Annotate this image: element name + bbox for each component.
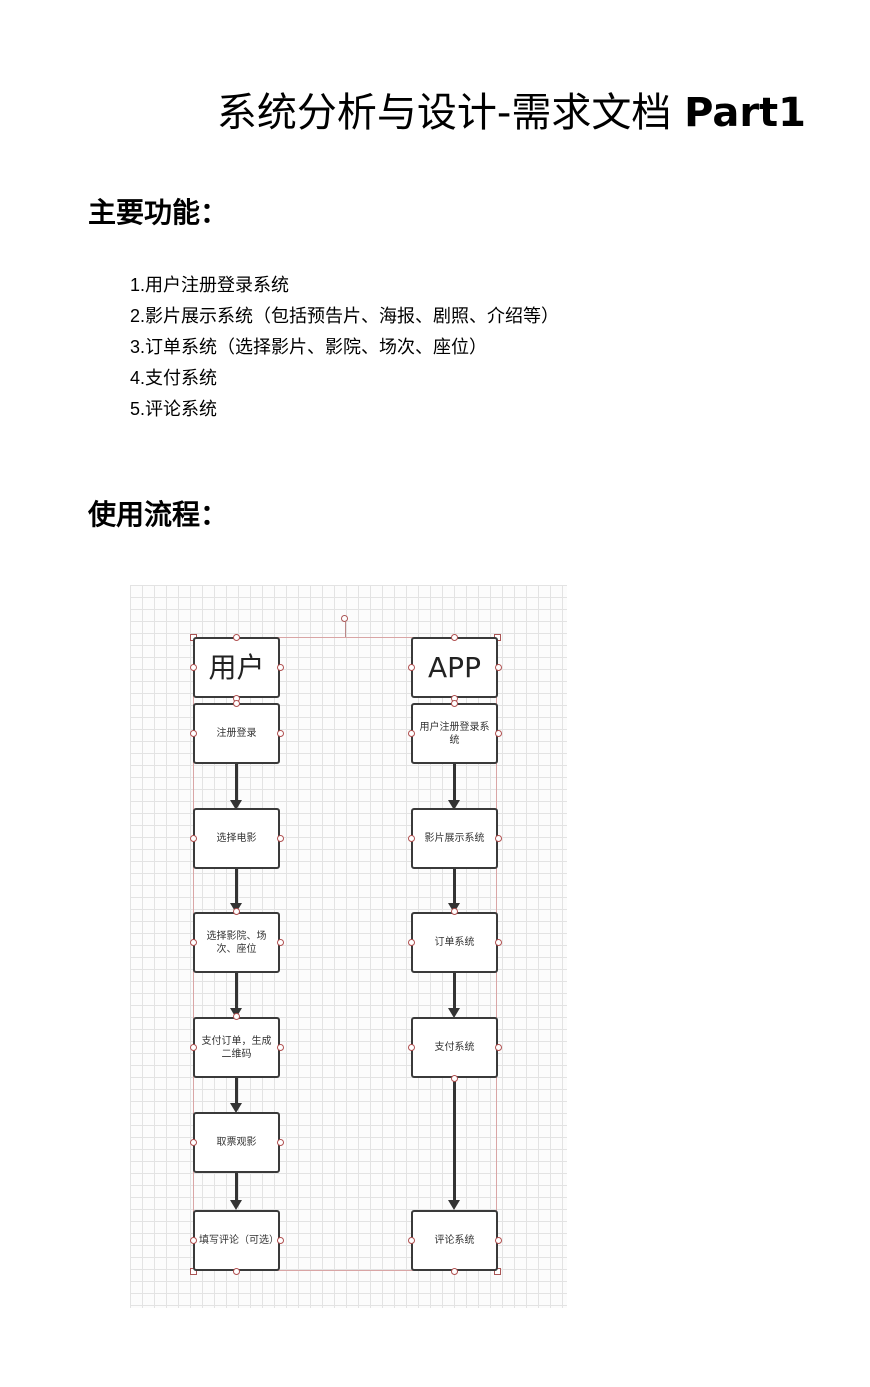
connection-port[interactable]	[277, 1044, 284, 1051]
arrow-head	[448, 1200, 460, 1210]
connection-port[interactable]	[408, 835, 415, 842]
feature-text: 评论系统	[145, 399, 218, 420]
document-title: 系统分析与设计-需求文档 Part1	[0, 88, 806, 138]
connection-port[interactable]	[451, 908, 458, 915]
arrow-head	[230, 1103, 242, 1113]
arrow-head	[448, 800, 460, 810]
connection-port[interactable]	[495, 939, 502, 946]
connection-port[interactable]	[233, 1013, 240, 1020]
feature-number: 5.	[130, 399, 146, 419]
connection-port[interactable]	[277, 664, 284, 671]
connection-port[interactable]	[408, 1044, 415, 1051]
features-heading: 主要功能：	[88, 196, 229, 229]
connection-port[interactable]	[190, 1044, 197, 1051]
user-step-collect-ticket[interactable]: 取票观影	[193, 1112, 280, 1173]
flow-edge[interactable]	[235, 1172, 238, 1205]
connection-port[interactable]	[408, 730, 415, 737]
connection-port[interactable]	[190, 1237, 197, 1244]
flow-edge[interactable]	[235, 763, 238, 805]
feature-number: 1.	[130, 275, 146, 295]
arrow-head	[230, 1200, 242, 1210]
rotation-stem	[345, 622, 346, 637]
connection-port[interactable]	[451, 1075, 458, 1082]
user-step-pay-order[interactable]: 支付订单，生成二维码	[193, 1017, 280, 1078]
connection-port[interactable]	[277, 730, 284, 737]
feature-number: 3.	[130, 337, 146, 357]
connection-port[interactable]	[451, 700, 458, 707]
flow-edge[interactable]	[235, 972, 238, 1013]
app-step-movie-display[interactable]: 影片展示系统	[411, 808, 498, 869]
feature-item: 2.影片展示系统（包括预告片、海报、剧照、介绍等）	[130, 301, 559, 332]
feature-item: 1.用户注册登录系统	[130, 270, 559, 301]
feature-text: 影片展示系统（包括预告片、海报、剧照、介绍等）	[145, 306, 560, 327]
flow-heading: 使用流程：	[88, 498, 229, 531]
feature-number: 4.	[130, 368, 146, 388]
feature-item: 3.订单系统（选择影片、影院、场次、座位）	[130, 332, 559, 363]
title-chinese: 系统分析与设计-需求文档	[216, 90, 672, 136]
arrow-head	[230, 800, 242, 810]
rotation-handle[interactable]	[341, 615, 348, 622]
feature-text: 订单系统（选择影片、影院、场次、座位）	[145, 337, 488, 358]
flow-edge[interactable]	[235, 868, 238, 908]
features-list: 1.用户注册登录系统 2.影片展示系统（包括预告片、海报、剧照、介绍等） 3.订…	[130, 270, 559, 425]
app-step-review-system[interactable]: 评论系统	[411, 1210, 498, 1271]
connection-port[interactable]	[408, 1237, 415, 1244]
user-step-select-movie[interactable]: 选择电影	[193, 808, 280, 869]
flow-edge[interactable]	[453, 972, 456, 1013]
connection-port[interactable]	[277, 939, 284, 946]
user-lane-header[interactable]: 用户	[193, 637, 280, 698]
connection-port[interactable]	[190, 664, 197, 671]
connection-port[interactable]	[495, 835, 502, 842]
connection-port[interactable]	[190, 939, 197, 946]
flow-edge[interactable]	[453, 763, 456, 805]
flowchart-canvas[interactable]: 用户 注册登录 选择电影 选择影院、场次、座位 支付订单，生成二维码 取票观影 …	[130, 585, 567, 1308]
connection-port[interactable]	[451, 1268, 458, 1275]
app-step-auth-system[interactable]: 用户注册登录系统	[411, 703, 498, 764]
flow-edge[interactable]	[453, 868, 456, 908]
connection-port[interactable]	[233, 1268, 240, 1275]
connection-port[interactable]	[233, 700, 240, 707]
connection-port[interactable]	[190, 730, 197, 737]
user-step-write-review[interactable]: 填写评论（可选）	[193, 1210, 280, 1271]
connection-port[interactable]	[277, 835, 284, 842]
feature-number: 2.	[130, 306, 146, 326]
connection-port[interactable]	[233, 634, 240, 641]
connection-port[interactable]	[277, 1139, 284, 1146]
app-step-payment-system[interactable]: 支付系统	[411, 1017, 498, 1078]
app-step-order-system[interactable]: 订单系统	[411, 912, 498, 973]
connection-port[interactable]	[190, 835, 197, 842]
user-step-select-cinema[interactable]: 选择影院、场次、座位	[193, 912, 280, 973]
connection-port[interactable]	[451, 634, 458, 641]
feature-item: 4.支付系统	[130, 363, 559, 394]
connection-port[interactable]	[233, 908, 240, 915]
connection-port[interactable]	[495, 1237, 502, 1244]
connection-port[interactable]	[408, 939, 415, 946]
app-lane-header[interactable]: APP	[411, 637, 498, 698]
feature-item: 5.评论系统	[130, 394, 559, 425]
connection-port[interactable]	[408, 664, 415, 671]
connection-port[interactable]	[495, 664, 502, 671]
arrow-head	[448, 1008, 460, 1018]
feature-text: 用户注册登录系统	[145, 275, 290, 296]
user-step-register-login[interactable]: 注册登录	[193, 703, 280, 764]
title-english: Part1	[684, 90, 806, 136]
connection-port[interactable]	[277, 1237, 284, 1244]
flow-edge[interactable]	[235, 1077, 238, 1108]
feature-text: 支付系统	[145, 368, 218, 389]
flow-edge[interactable]	[453, 1077, 456, 1205]
connection-port[interactable]	[495, 730, 502, 737]
connection-port[interactable]	[190, 1139, 197, 1146]
connection-port[interactable]	[495, 1044, 502, 1051]
